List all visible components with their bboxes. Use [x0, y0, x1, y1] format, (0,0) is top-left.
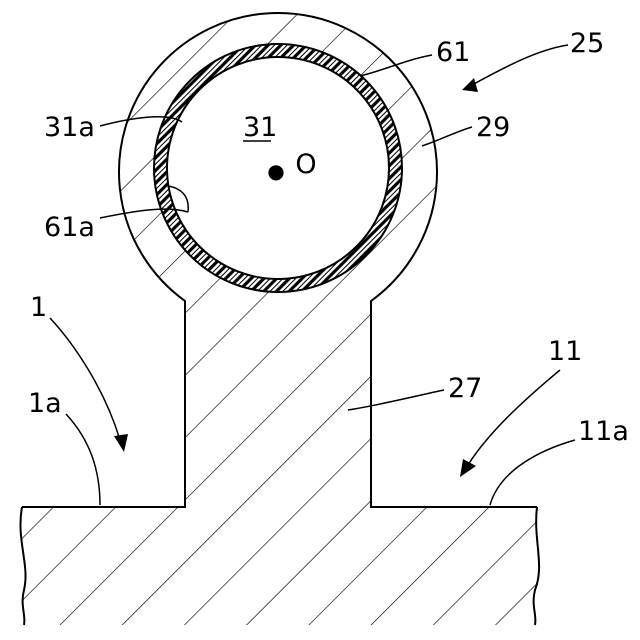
label-27: 27 [448, 373, 482, 404]
leader-1a [66, 414, 100, 505]
arrowhead-1 [114, 434, 128, 452]
leader-25 [470, 45, 568, 86]
arrowhead-11 [460, 459, 476, 477]
callout-29: 29 [422, 112, 510, 146]
callout-11: 11 [460, 336, 582, 477]
callout-1: 1 [30, 292, 128, 452]
label-61: 61 [436, 37, 470, 68]
callout-1a: 1a [28, 388, 100, 505]
label-1: 1 [30, 292, 47, 323]
label-11: 11 [548, 336, 582, 367]
label-11a: 11a [578, 416, 629, 447]
label-31: 31 [243, 112, 277, 143]
callout-11a: 11a [490, 416, 629, 505]
label-1a: 1a [28, 388, 62, 419]
callout-25: 25 [462, 28, 604, 92]
leader-11a [490, 440, 575, 505]
callout-31: 31 [243, 112, 277, 143]
center-dot-mark: ● [267, 159, 284, 183]
leader-1 [50, 318, 120, 440]
label-25: 25 [570, 28, 604, 59]
center-open-mark: O [295, 149, 316, 180]
arrowhead-25 [462, 78, 478, 92]
label-29: 29 [476, 112, 510, 143]
body-section [20, 13, 539, 625]
label-31a: 31a [44, 112, 95, 143]
label-61a: 61a [44, 212, 95, 243]
